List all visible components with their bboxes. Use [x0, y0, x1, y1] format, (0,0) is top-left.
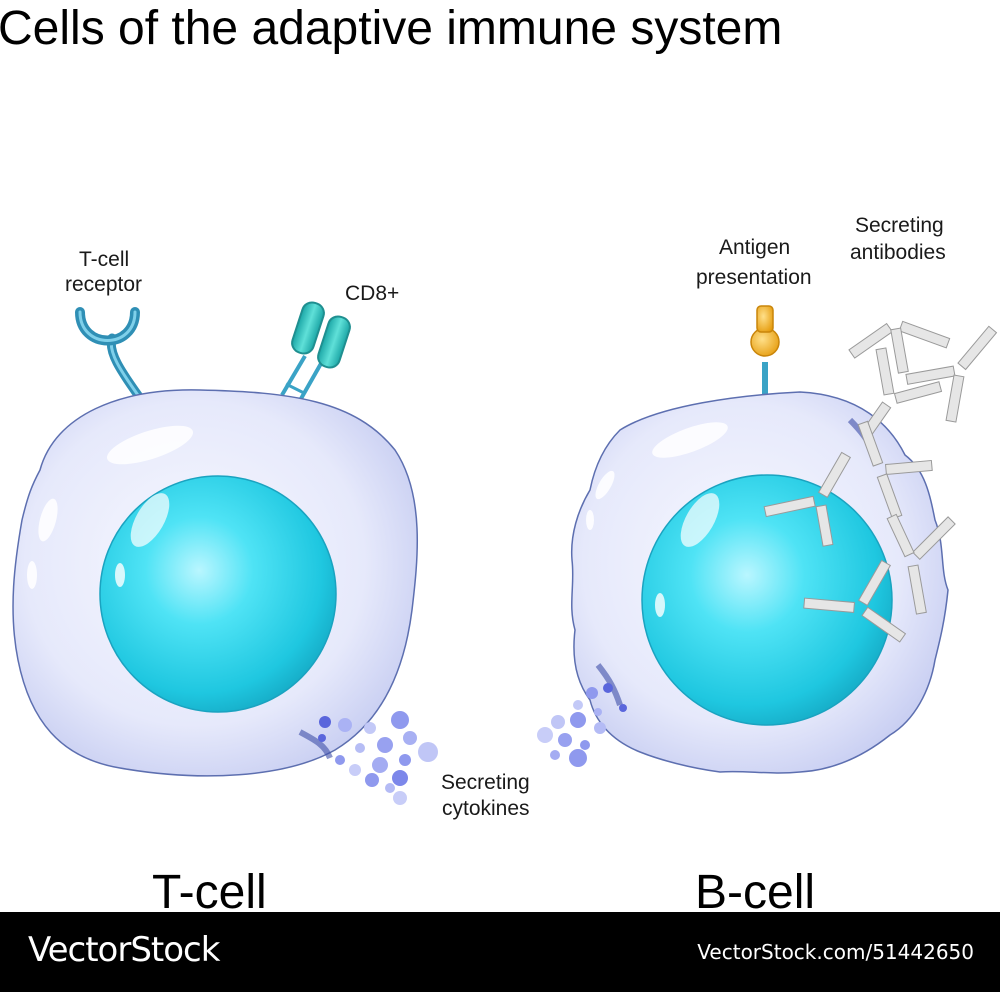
t-cell-nucleus	[99, 475, 337, 713]
t-cell-cytokines	[318, 711, 438, 805]
antibodies-group	[763, 320, 998, 643]
antigen-receptor-icon	[750, 305, 780, 412]
page-title: Cells of the adaptive immune system	[0, 2, 782, 55]
t-cell-receptor-label-line1: T-cell	[79, 248, 129, 271]
footer-image-id: VectorStock.com/51442650	[697, 940, 974, 964]
cytokines-label-line2: cytokines	[442, 797, 530, 820]
antibodies-label-line1: Secreting	[855, 214, 944, 237]
t-cell-name: T-cell	[152, 866, 267, 919]
antibodies-label-line2: antibodies	[850, 241, 946, 264]
b-cell-name: B-cell	[695, 866, 815, 919]
footer-brand: VectorStock	[28, 930, 220, 970]
b-cell-cytokines	[537, 683, 627, 767]
antigen-label-line1: Antigen	[719, 236, 790, 259]
watermark-footer: VectorStock VectorStock.com/51442650	[0, 912, 1000, 992]
labels: T-cell receptor CD8+ Antigen presentatio…	[65, 214, 946, 820]
t-cell-receptor-label-line2: receptor	[65, 273, 142, 296]
t-cell-receptor-icon	[75, 307, 145, 403]
cytokines-label-line1: Secreting	[441, 771, 530, 794]
antigen-label-line2: presentation	[696, 266, 812, 289]
cd8-receptor-icon	[280, 301, 351, 405]
t-cell-illustration	[12, 301, 438, 805]
b-cell-illustration	[537, 305, 998, 774]
cd8-label: CD8+	[345, 282, 399, 305]
